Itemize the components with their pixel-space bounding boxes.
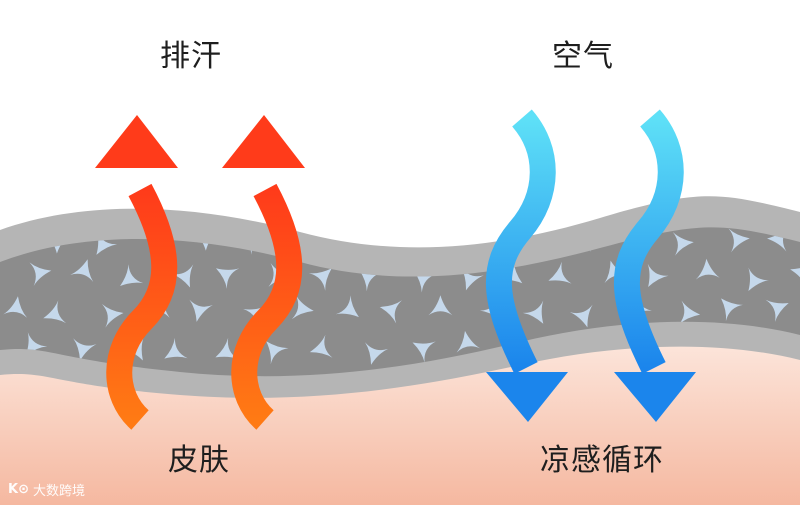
- cooling-crystal-icon: [189, 299, 213, 322]
- cooling-crystal-icon: [43, 300, 67, 324]
- cooling-crystal-icon: [101, 303, 124, 328]
- cooling-crystal-icon: [365, 342, 389, 365]
- cooling-crystal-icon: [569, 304, 593, 328]
- cooling-cycle-label: 凉感循环: [540, 443, 664, 478]
- cooling-crystal-icon: [721, 298, 744, 322]
- cooling-crystal-icon: [120, 264, 144, 287]
- cooling-crystal-icon: [522, 300, 544, 324]
- cooling-crystal-icon: [215, 268, 240, 289]
- cooling-crystal-icon: [428, 295, 453, 316]
- sweat-arrow-right: [222, 115, 305, 430]
- cooling-crystal-icon: [382, 227, 406, 249]
- cooling-crystal-icon: [73, 338, 97, 361]
- cooling-crystal-icon: [29, 262, 52, 286]
- skin-label: 皮肤: [168, 443, 230, 478]
- skin-layer: [0, 339, 800, 505]
- cooling-crystal-icon: [96, 231, 118, 255]
- cooling-crystal-icon: [164, 337, 188, 359]
- cooling-crystal-icon: [412, 341, 436, 363]
- cooling-crystal-icon: [266, 341, 289, 365]
- cooling-crystal-icon: [308, 268, 332, 291]
- cooling-crystal-icon: [672, 231, 694, 256]
- sweat-label: 排汗: [160, 39, 222, 74]
- sweat-arrow-left: [95, 115, 178, 430]
- air-label: 空气: [552, 39, 614, 74]
- watermark: K⊙ 大数跨境: [8, 480, 85, 499]
- watermark-logo-icon: K⊙: [8, 482, 29, 497]
- cooling-crystal-icon: [765, 299, 789, 322]
- cooling-crystal-icon: [678, 300, 701, 325]
- air-arrow-left: [485, 109, 568, 422]
- cooling-crystal-icon: [335, 295, 359, 318]
- air-arrow-right: [613, 109, 696, 422]
- cooling-crystal-icon: [456, 330, 481, 353]
- cooling-crystal-icon: [215, 337, 239, 360]
- cooling-crystal-icon: [171, 264, 194, 288]
- cooling-crystal-icon: [647, 263, 669, 288]
- cooling-crystal-icon: [309, 334, 333, 358]
- cooling-crystal-icon: [3, 296, 28, 318]
- watermark-text: 大数跨境: [32, 484, 85, 499]
- cooling-crystal-icon: [70, 259, 94, 282]
- cooling-crystal-icon: [695, 258, 720, 280]
- cooling-crystal-icon: [291, 295, 314, 320]
- cooling-crystal-icon: [548, 261, 572, 284]
- cooling-crystal-icon: [748, 267, 769, 292]
- cooling-crystal-icon: [379, 300, 403, 324]
- cooling-crystal-icon: [728, 228, 750, 253]
